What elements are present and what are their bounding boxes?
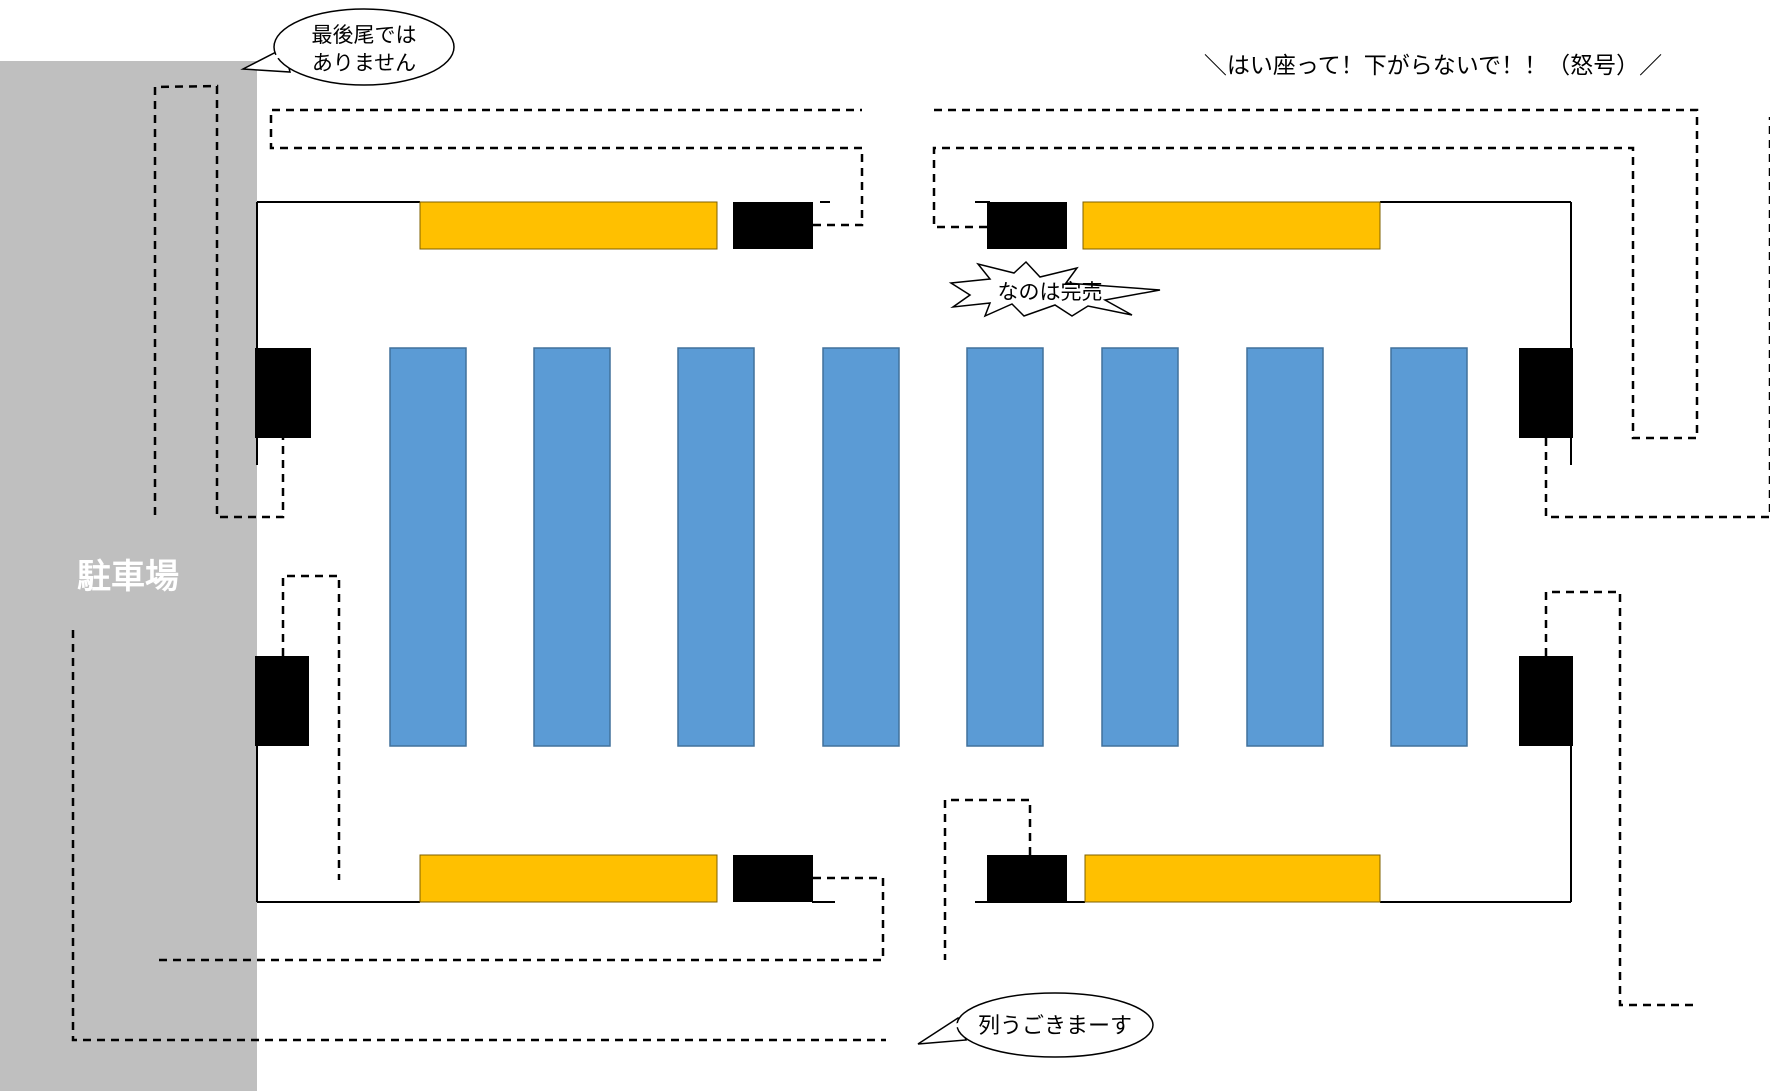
island-table-2	[533, 347, 611, 747]
island-table-1	[389, 347, 467, 747]
booth-bottom-right	[987, 855, 1067, 902]
wall-table-top-left	[419, 201, 718, 250]
booth-right-upper	[1519, 348, 1573, 438]
queue-lines	[71, 84, 1770, 1042]
booth-left-upper	[255, 348, 311, 438]
booth-left-lower	[255, 656, 309, 746]
island-table-8	[1390, 347, 1468, 747]
queue-bottom-left	[157, 876, 885, 962]
parking-area	[0, 61, 257, 1091]
booth-top-left	[733, 202, 813, 249]
booth-right-lower	[1519, 656, 1573, 746]
angry-shout-text: ＼はい座って！下がらないで！！（怒号）／	[1204, 53, 1662, 79]
island-tables	[389, 347, 1468, 747]
callout-sold-out: なのは完売	[948, 260, 1161, 318]
callout-line-moving-text: 列うごきまーす	[978, 1014, 1132, 1039]
queue-left-lower	[281, 574, 341, 880]
island-table-4	[822, 347, 900, 747]
callout-not-end-of-line: 最後尾では ありません	[240, 8, 455, 86]
island-table-7	[1246, 347, 1324, 747]
queue-top-left	[269, 108, 864, 227]
queue-left-loop	[153, 84, 285, 519]
callout-not-end-line2: ありません	[312, 51, 416, 75]
island-table-6	[1101, 347, 1179, 747]
queue-outer-bottom	[71, 630, 886, 1042]
queue-right-upper	[1544, 117, 1770, 519]
callout-not-end-line1: 最後尾では	[312, 23, 417, 47]
starburst-shape	[948, 260, 1161, 318]
wall-tables	[419, 201, 1381, 903]
queue-top-right	[932, 108, 1699, 440]
island-table-3	[677, 347, 755, 747]
island-table-5	[966, 347, 1044, 747]
wall-table-top-right	[1082, 201, 1381, 250]
booth-top-right	[987, 202, 1067, 249]
callout-line-moving: 列うごきまーす	[917, 992, 1154, 1058]
wall-table-bottom-right	[1084, 854, 1381, 903]
callout-sold-out-text: なのは完売	[998, 280, 1103, 304]
parking-label: 駐車場	[77, 557, 179, 597]
wall-booths	[255, 202, 1573, 902]
booth-bottom-left	[733, 855, 813, 902]
queue-right-lower	[1544, 590, 1697, 1007]
wall-table-bottom-left	[419, 854, 718, 903]
